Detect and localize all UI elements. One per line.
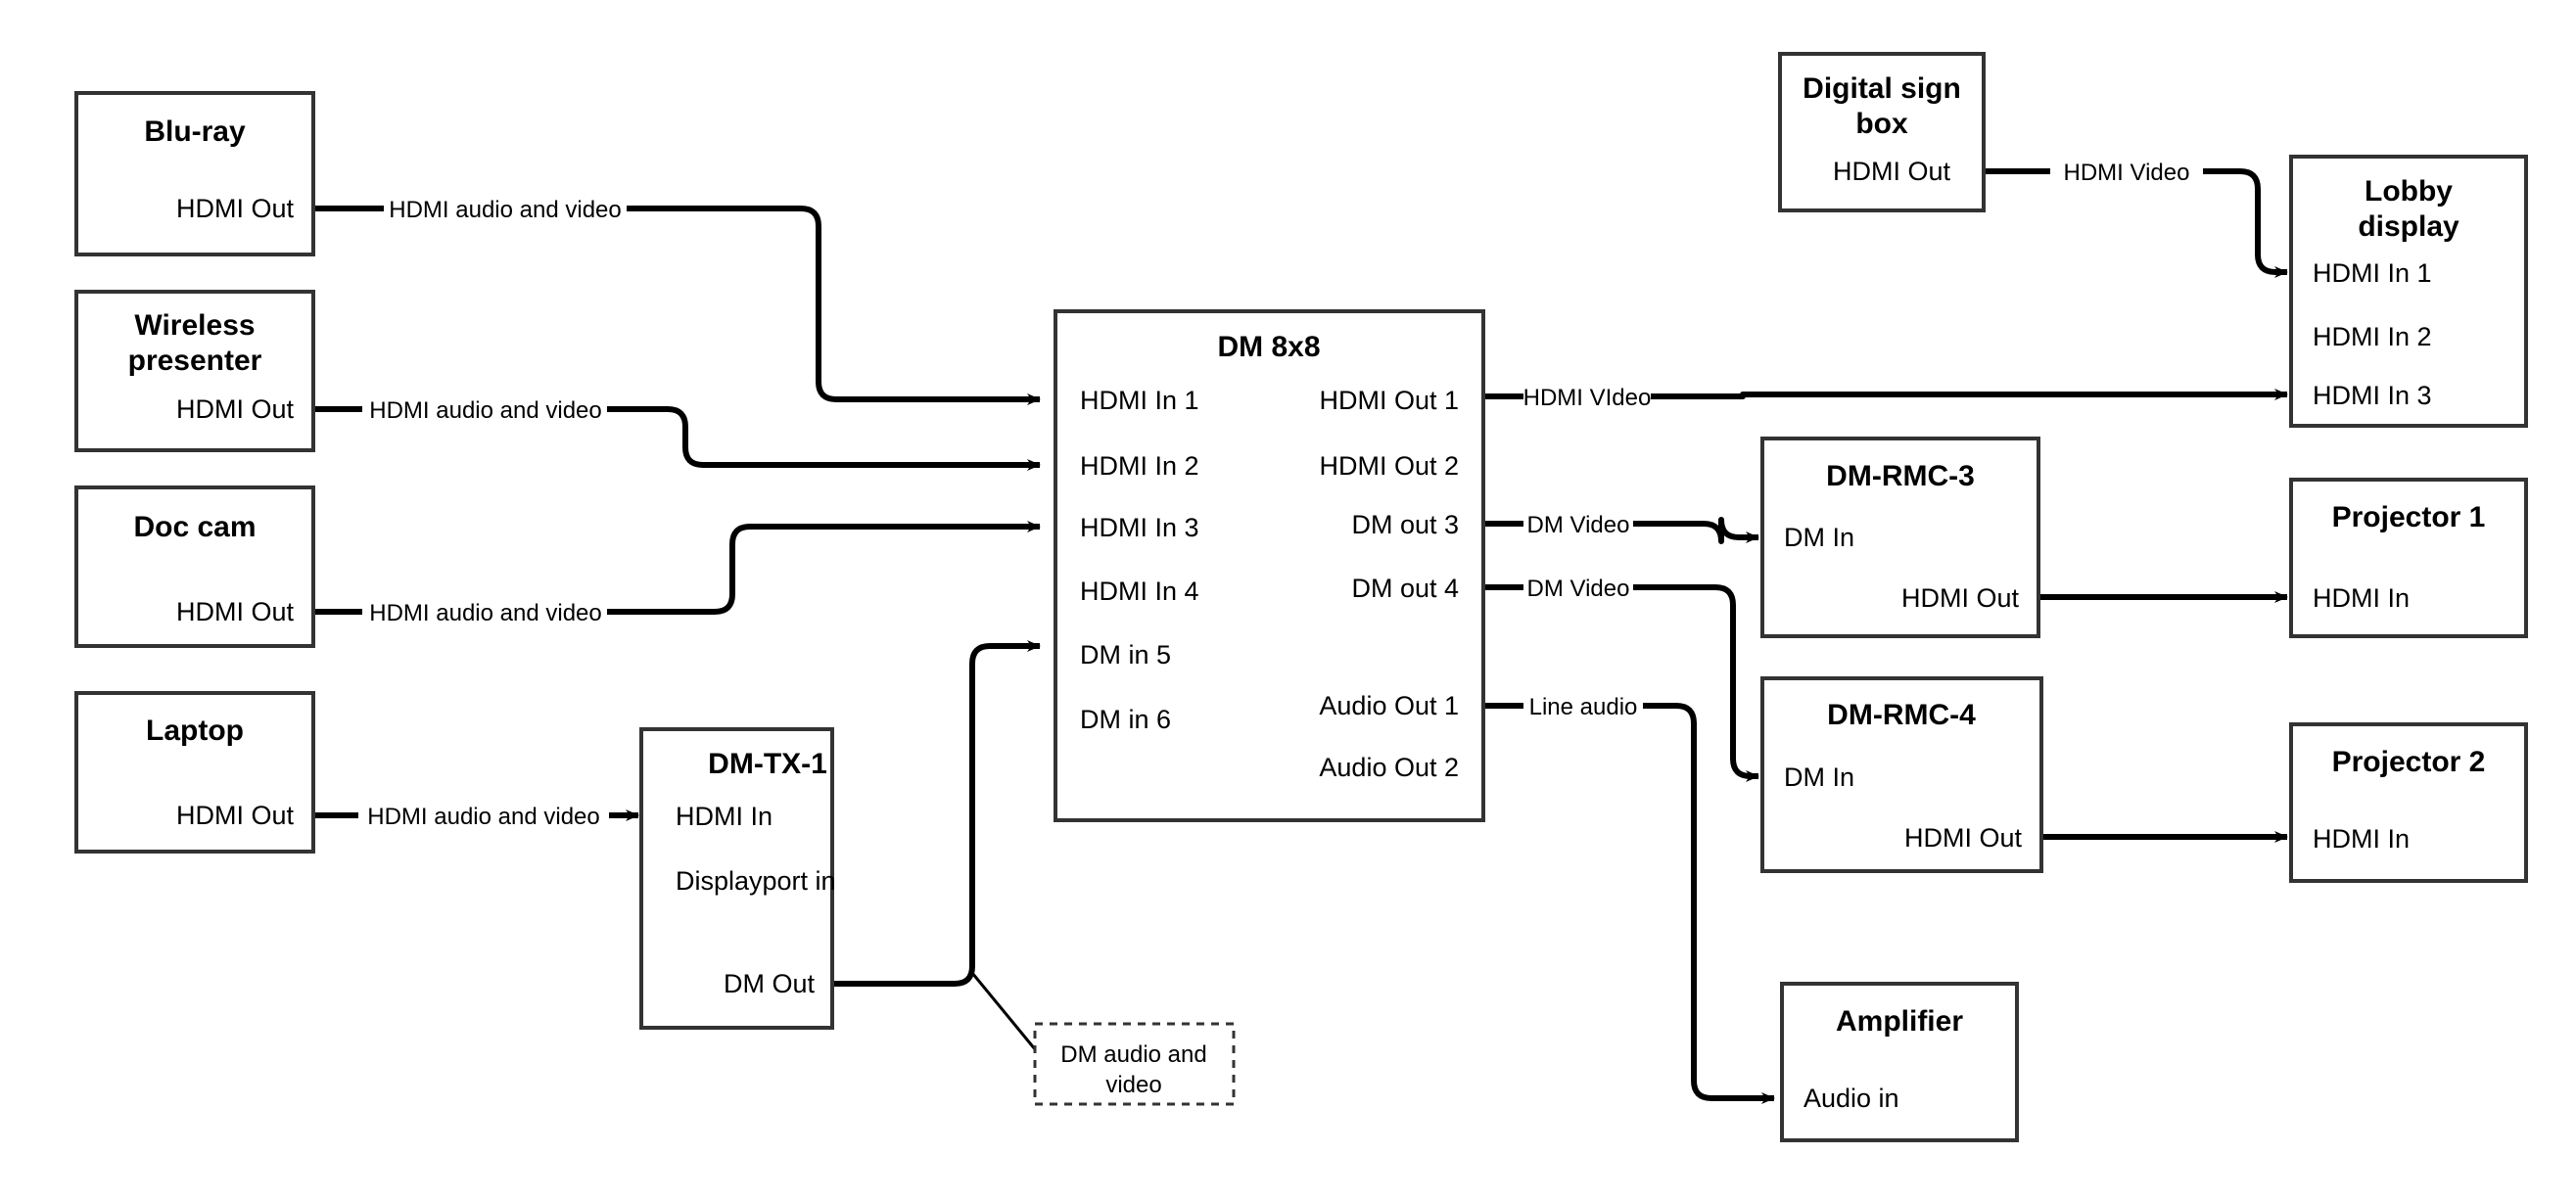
wire-label-doccam: HDMI audio and video	[369, 600, 601, 626]
wire-label-dm-video-3: DM Video	[1527, 512, 1630, 538]
port-label-matrix-hdmi-out-1: HDMI Out 1	[1319, 386, 1459, 415]
device-title-dm-rmc-3: DM-RMC-3	[1826, 460, 1975, 492]
wire-label-hdmi-video-out1: HDMI VIdeo	[1523, 385, 1652, 411]
port-label-matrix-hdmi-out-2: HDMI Out 2	[1319, 451, 1459, 481]
port-label-matrix-dm-in-6: DM in 6	[1080, 705, 1171, 734]
device-title-bluray: Blu-ray	[144, 115, 246, 148]
device-title-amplifier: Amplifier	[1836, 1005, 1963, 1038]
connection-tx-to-in5	[832, 640, 1041, 987]
port-label-matrix-hdmi-in-4: HDMI In 4	[1080, 577, 1199, 606]
device-box-doc-cam[interactable]: Doc cam HDMI Out	[74, 485, 315, 648]
connection-sign-to-lobby-in1: HDMI Video	[1984, 160, 2288, 278]
device-title-laptop: Laptop	[146, 715, 244, 747]
device-box-projector-1[interactable]: Projector 1 HDMI In	[2289, 478, 2528, 638]
connection-doccam-to-in3: HDMI audio and video	[313, 521, 1041, 626]
wire-label-digital-sign: HDMI Video	[2064, 160, 2190, 186]
port-label-matrix-hdmi-in-3: HDMI In 3	[1080, 513, 1199, 542]
port-label-rmc4-dm-in: DM In	[1784, 762, 1854, 792]
wire-label-wireless: HDMI audio and video	[369, 397, 601, 424]
device-box-bluray[interactable]: Blu-ray HDMI Out	[74, 91, 315, 256]
callout-text-line1: DM audio and	[1060, 1041, 1206, 1068]
device-box-digital-sign-box[interactable]: Digital sign box HDMI Out	[1778, 52, 1986, 212]
device-title-lobby-display-line2: display	[2358, 210, 2459, 243]
port-label-bluray-hdmi-out: HDMI Out	[176, 194, 295, 223]
port-label-laptop-hdmi-out: HDMI Out	[176, 801, 295, 830]
wire-label-bluray: HDMI audio and video	[389, 197, 621, 223]
port-label-matrix-hdmi-in-2: HDMI In 2	[1080, 451, 1199, 481]
device-box-dm-rmc-3[interactable]: DM-RMC-3 DM In HDMI Out	[1760, 437, 2040, 638]
connection-hdmiout1-to-lobby3: HDMI VIdeo	[1483, 385, 2288, 411]
port-label-projector-2-hdmi-in: HDMI In	[2313, 824, 2410, 854]
wire-label-laptop: HDMI audio and video	[367, 804, 599, 830]
port-label-amplifier-audio-in: Audio in	[1803, 1084, 1899, 1113]
device-box-lobby-display[interactable]: Lobby display HDMI In 1 HDMI In 2 HDMI I…	[2289, 155, 2528, 428]
port-label-rmc4-hdmi-out: HDMI Out	[1904, 823, 2023, 853]
connection-laptop-to-tx: HDMI audio and video	[313, 804, 639, 830]
port-label-matrix-dm-out-4: DM out 4	[1351, 574, 1459, 603]
device-title-doc-cam: Doc cam	[133, 511, 256, 543]
port-label-tx-dm-out: DM Out	[724, 969, 816, 998]
device-title-dm-8x8: DM 8x8	[1217, 331, 1320, 363]
device-title-projector-1: Projector 1	[2332, 501, 2486, 533]
port-label-rmc3-dm-in: DM In	[1784, 523, 1854, 552]
port-label-matrix-audio-out-1: Audio Out 1	[1319, 691, 1459, 720]
port-label-tx-hdmi-in: HDMI In	[676, 802, 773, 831]
port-label-lobby-hdmi-in-1: HDMI In 1	[2313, 258, 2432, 288]
connection-audioout1-to-amp: Line audio	[1483, 694, 1775, 1104]
callout-leader-line	[970, 972, 1042, 1056]
port-label-tx-displayport-in: Displayport in	[676, 866, 836, 896]
device-box-dm-tx-1[interactable]: DM-TX-1 HDMI In Displayport in DM Out	[639, 727, 836, 1030]
port-label-matrix-hdmi-in-1: HDMI In 1	[1080, 386, 1199, 415]
port-label-lobby-hdmi-in-2: HDMI In 2	[2313, 322, 2432, 351]
port-label-wireless-hdmi-out: HDMI Out	[176, 394, 295, 424]
wire-label-dm-video-4: DM Video	[1527, 576, 1630, 602]
port-label-matrix-audio-out-2: Audio Out 2	[1319, 753, 1459, 782]
connection-dmout4-to-rmc4: DM Video	[1483, 576, 1759, 782]
wire-label-line-audio: Line audio	[1529, 694, 1638, 720]
device-box-projector-2[interactable]: Projector 2 HDMI In	[2289, 722, 2528, 883]
port-label-matrix-dm-out-3: DM out 3	[1351, 510, 1459, 539]
port-label-doccam-hdmi-out: HDMI Out	[176, 597, 295, 626]
device-box-wireless-presenter[interactable]: Wireless presenter HDMI Out	[74, 290, 315, 452]
port-label-lobby-hdmi-in-3: HDMI In 3	[2313, 381, 2432, 410]
port-label-rmc3-hdmi-out: HDMI Out	[1901, 583, 2020, 613]
device-box-dm-8x8[interactable]: DM 8x8 HDMI In 1 HDMI In 2 HDMI In 3 HDM…	[1054, 309, 1485, 822]
connection-dmout3-to-rmc3: DM Video	[1483, 512, 1759, 544]
port-label-digital-sign-hdmi-out: HDMI Out	[1833, 157, 1951, 186]
device-box-amplifier[interactable]: Amplifier Audio in	[1780, 982, 2019, 1142]
device-title-wireless-presenter-line2: presenter	[128, 345, 262, 377]
port-label-projector-1-hdmi-in: HDMI In	[2313, 583, 2410, 613]
device-title-digital-sign-line1: Digital sign	[1803, 72, 1961, 105]
connection-bluray-to-in1: HDMI audio and video	[313, 197, 1041, 405]
port-label-matrix-dm-in-5: DM in 5	[1080, 640, 1171, 670]
device-title-lobby-display-line1: Lobby	[2365, 175, 2453, 208]
device-box-dm-rmc-4[interactable]: DM-RMC-4 DM In HDMI Out	[1760, 676, 2043, 873]
callout-dm-audio-and-video: DM audio and video	[1033, 1022, 1236, 1106]
connection-wireless-to-in2: HDMI audio and video	[313, 397, 1041, 471]
device-title-projector-2: Projector 2	[2332, 746, 2486, 778]
device-box-laptop[interactable]: Laptop HDMI Out	[74, 691, 315, 854]
device-title-digital-sign-line2: box	[1855, 108, 1908, 140]
device-title-dm-rmc-4: DM-RMC-4	[1827, 699, 1976, 731]
callout-text-line2: video	[1105, 1072, 1161, 1098]
device-title-dm-tx-1: DM-TX-1	[708, 748, 827, 780]
device-title-wireless-presenter-line1: Wireless	[134, 309, 255, 342]
